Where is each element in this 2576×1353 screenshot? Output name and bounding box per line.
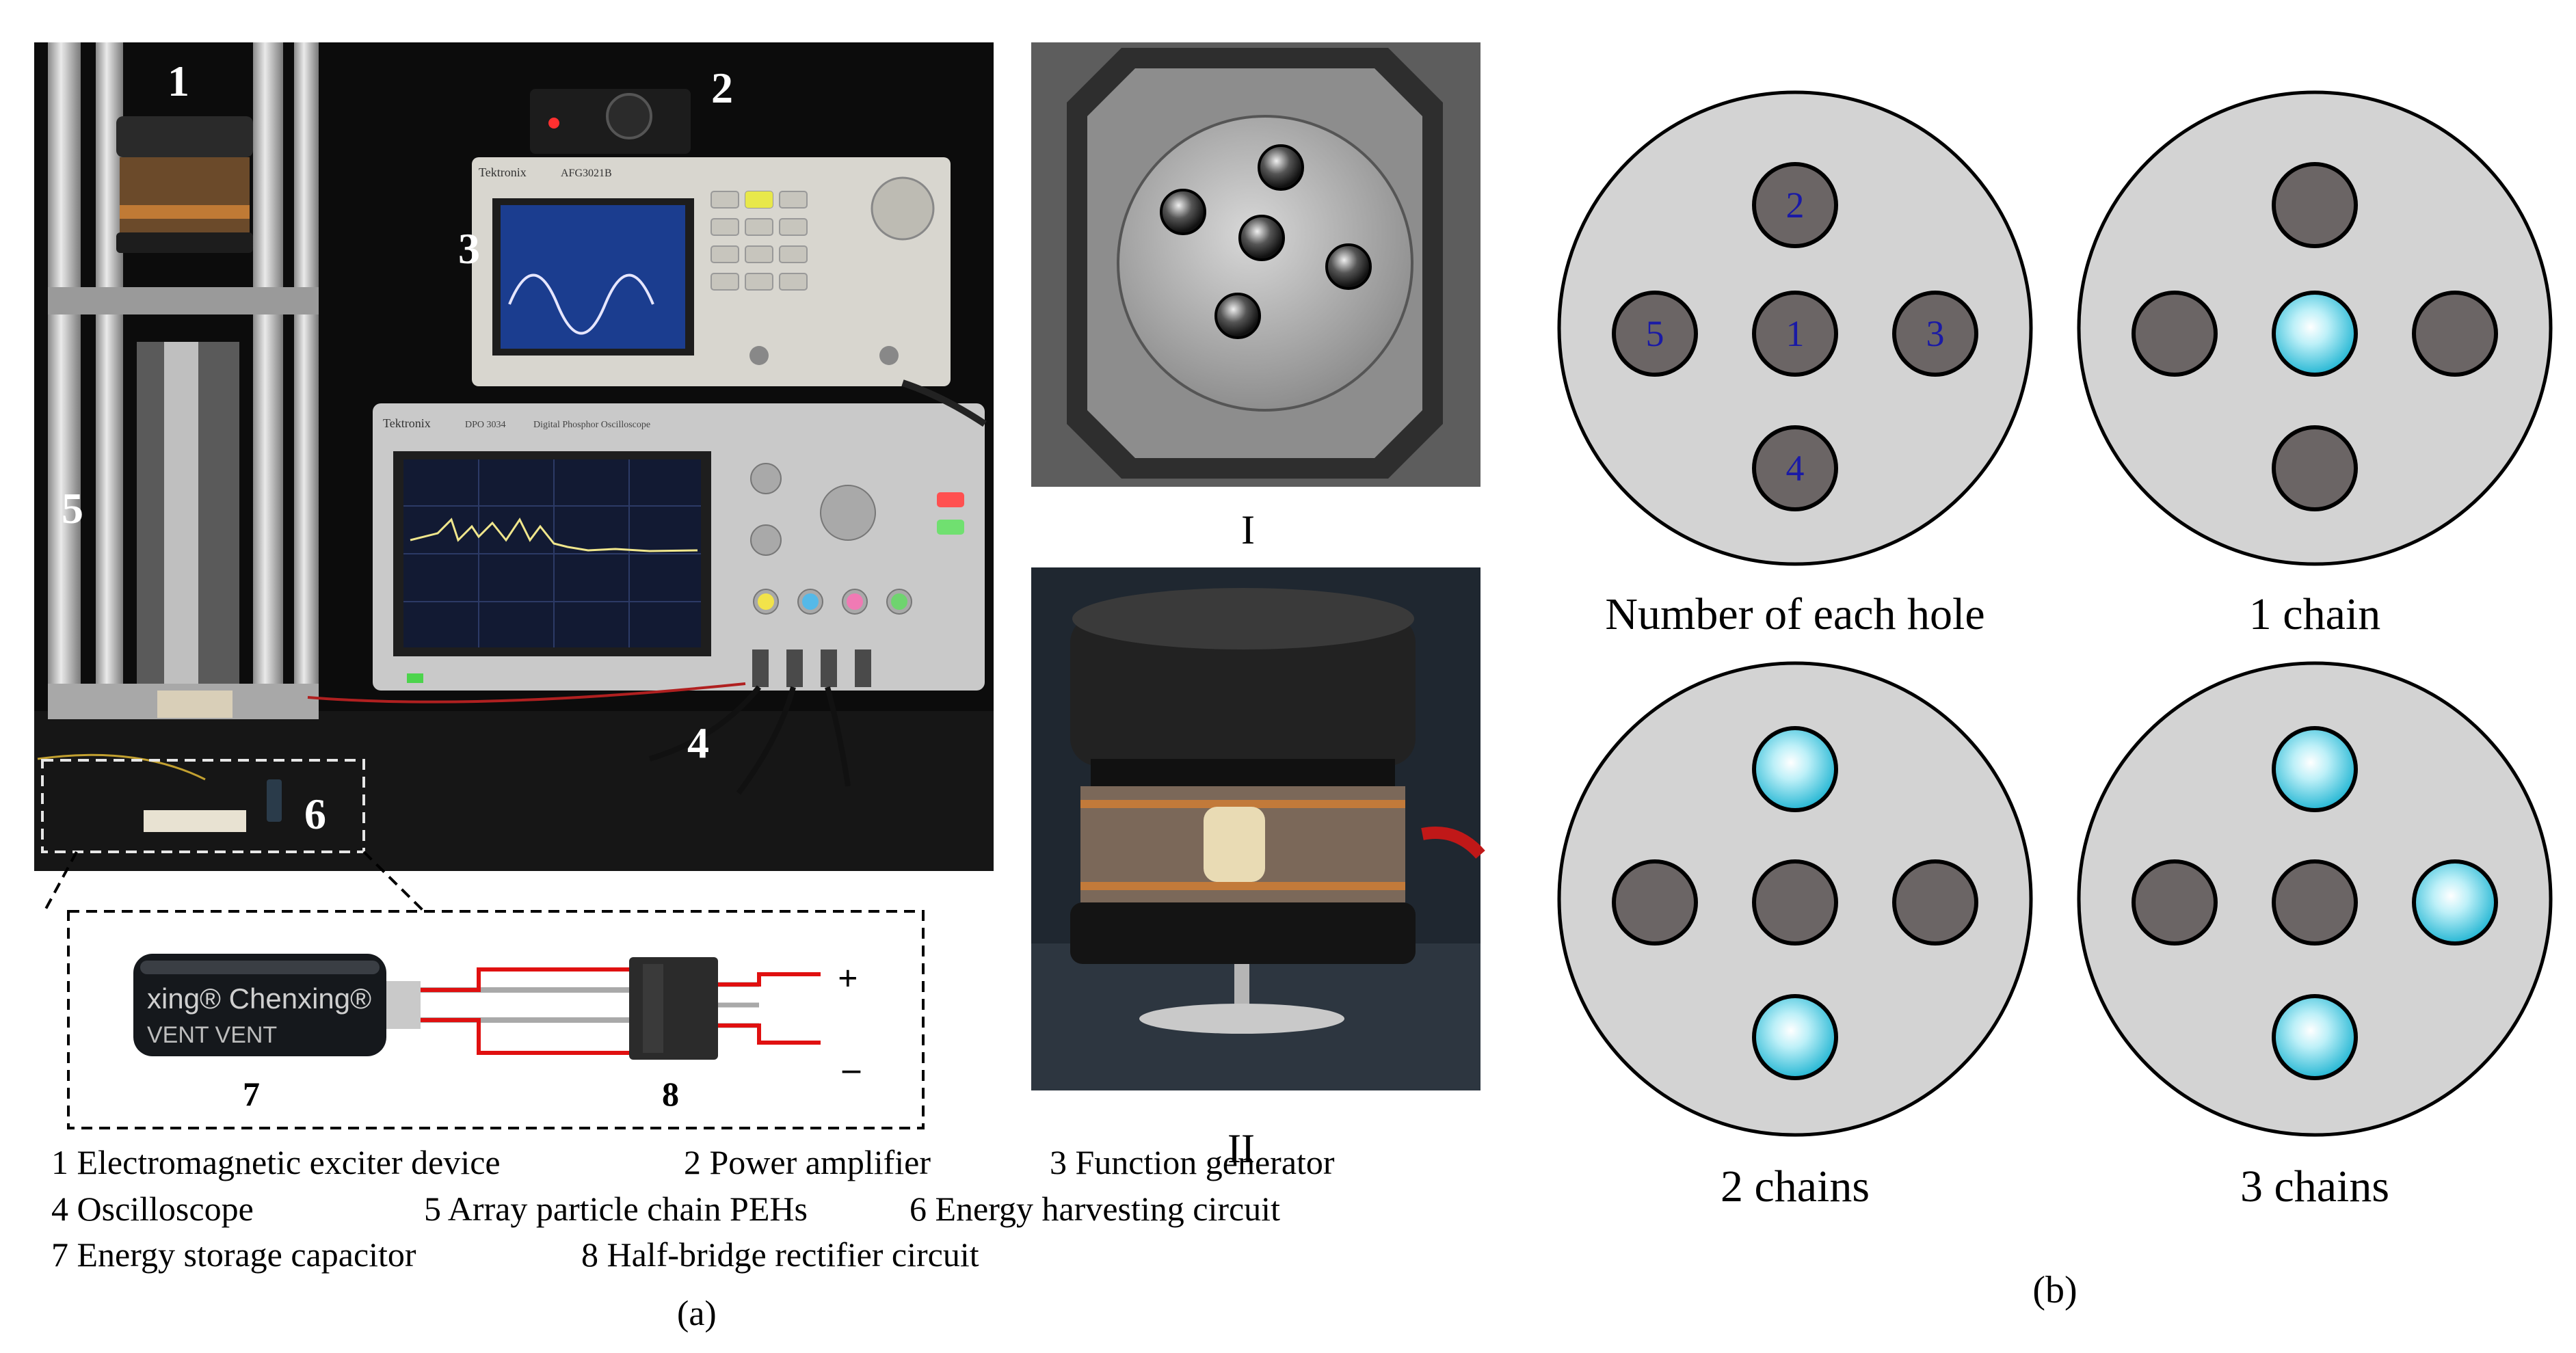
hole-number-left: 5: [1646, 313, 1664, 354]
legend-item-7: 7 Energy storage capacitor: [51, 1235, 416, 1274]
hole-right: [2412, 291, 2498, 377]
legend: 1 Electromagnetic exciter device 2 Power…: [51, 1143, 1335, 1274]
legend-item-4: 4 Oscilloscope: [51, 1190, 254, 1228]
caption-3-chains: 3 chains: [2240, 1162, 2389, 1211]
marker-5: 5: [62, 484, 83, 533]
hole-center: [1752, 291, 1838, 377]
hole-right: [1892, 859, 1978, 946]
oscilloscope: Tektronix DPO 3034 Digital Phosphor Osci…: [373, 403, 985, 691]
diagram-numbering: 2 5 1 3 4 Number of each hole: [1557, 90, 2033, 639]
panel-a-label: (a): [677, 1294, 717, 1333]
diagram-2-chains: 2 chains: [1557, 661, 2033, 1211]
legend-item-6: 6 Energy harvesting circuit: [909, 1190, 1280, 1228]
legend-item-3: 3 Function generator: [1050, 1143, 1335, 1181]
hole-left: [1612, 291, 1698, 377]
hole-left: [1612, 859, 1698, 946]
hole-center: [2272, 859, 2358, 946]
legend-item-2: 2 Power amplifier: [684, 1143, 931, 1181]
caption-2-chains: 2 chains: [1721, 1162, 1870, 1211]
circuit-inset: xing® Chenxing® VENT VENT + – 7 8: [67, 910, 925, 1129]
photo-II: [1031, 567, 1485, 1090]
diagram-3-chains: 3 chains: [2077, 661, 2553, 1211]
osc-model-text: DPO 3034: [465, 420, 506, 430]
hole-bottom-chain: [1752, 994, 1838, 1080]
power-amplifier: [530, 89, 691, 154]
caption-1-chain: 1 chain: [2249, 589, 2380, 639]
marker-4: 4: [687, 719, 709, 767]
hole-center: [1752, 859, 1838, 946]
photo-I-label: I: [1241, 507, 1255, 552]
photo-II-label: II: [1227, 1126, 1255, 1171]
fg-model-text: AFG3021B: [561, 168, 612, 179]
hole-left: [2132, 859, 2218, 946]
marker-3: 3: [458, 224, 480, 273]
photo-I: [1031, 42, 1480, 487]
caption-numbering: Number of each hole: [1605, 589, 1984, 639]
main-photo: Tektronix AFG3021B: [34, 42, 994, 871]
hole-bottom: [1752, 425, 1838, 511]
hole-number-right: 3: [1926, 313, 1945, 354]
hole-number-top: 2: [1786, 185, 1805, 226]
marker-2: 2: [711, 64, 733, 112]
rectifier-number: 8: [662, 1075, 679, 1113]
hole-top: [1752, 162, 1838, 248]
function-generator: Tektronix AFG3021B: [472, 157, 951, 386]
hole-top-chain: [2272, 726, 2358, 812]
hole-center-chain: [2272, 291, 2358, 377]
capacitor-brand-text: xing® Chenxing®: [147, 982, 371, 1015]
plus-sign: +: [838, 959, 858, 998]
hole-bottom-chain: [2272, 994, 2358, 1080]
capacitor-number: 7: [243, 1075, 260, 1113]
hole-top-chain: [1752, 726, 1838, 812]
fg-brand-text: Tektronix: [479, 165, 527, 179]
hole-number-center: 1: [1786, 313, 1805, 354]
capacitor-vent-text: VENT VENT: [147, 1022, 277, 1048]
exciter-frame: [48, 42, 319, 719]
hole-top: [2272, 162, 2358, 248]
exciter-device: [116, 116, 253, 253]
hole-right: [1892, 291, 1978, 377]
marker-6: 6: [304, 790, 326, 838]
hole-diagrams: 2 5 1 3 4 Number of each hole 1 chain: [1557, 90, 2553, 1211]
panel-b-label: (b): [2032, 1269, 2077, 1311]
hole-left: [2132, 291, 2218, 377]
legend-item-8: 8 Half-bridge rectifier circuit: [581, 1235, 979, 1274]
minus-sign: –: [842, 1049, 861, 1088]
legend-item-5: 5 Array particle chain PEHs: [424, 1190, 808, 1228]
circuit-highlight-box: [41, 759, 365, 853]
capacitor: xing® Chenxing® VENT VENT: [133, 954, 421, 1056]
hole-number-bottom: 4: [1786, 448, 1805, 489]
hole-bottom: [2272, 425, 2358, 511]
rectifier: [629, 957, 718, 1060]
ball-holes: [1160, 144, 1372, 339]
diagram-1-chain: 1 chain: [2077, 90, 2553, 639]
legend-item-1: 1 Electromagnetic exciter device: [51, 1143, 501, 1181]
osc-subtitle-text: Digital Phosphor Oscilloscope: [533, 420, 650, 430]
hole-right-chain: [2412, 859, 2498, 946]
osc-brand-text: Tektronix: [383, 416, 431, 430]
marker-1: 1: [168, 57, 189, 105]
